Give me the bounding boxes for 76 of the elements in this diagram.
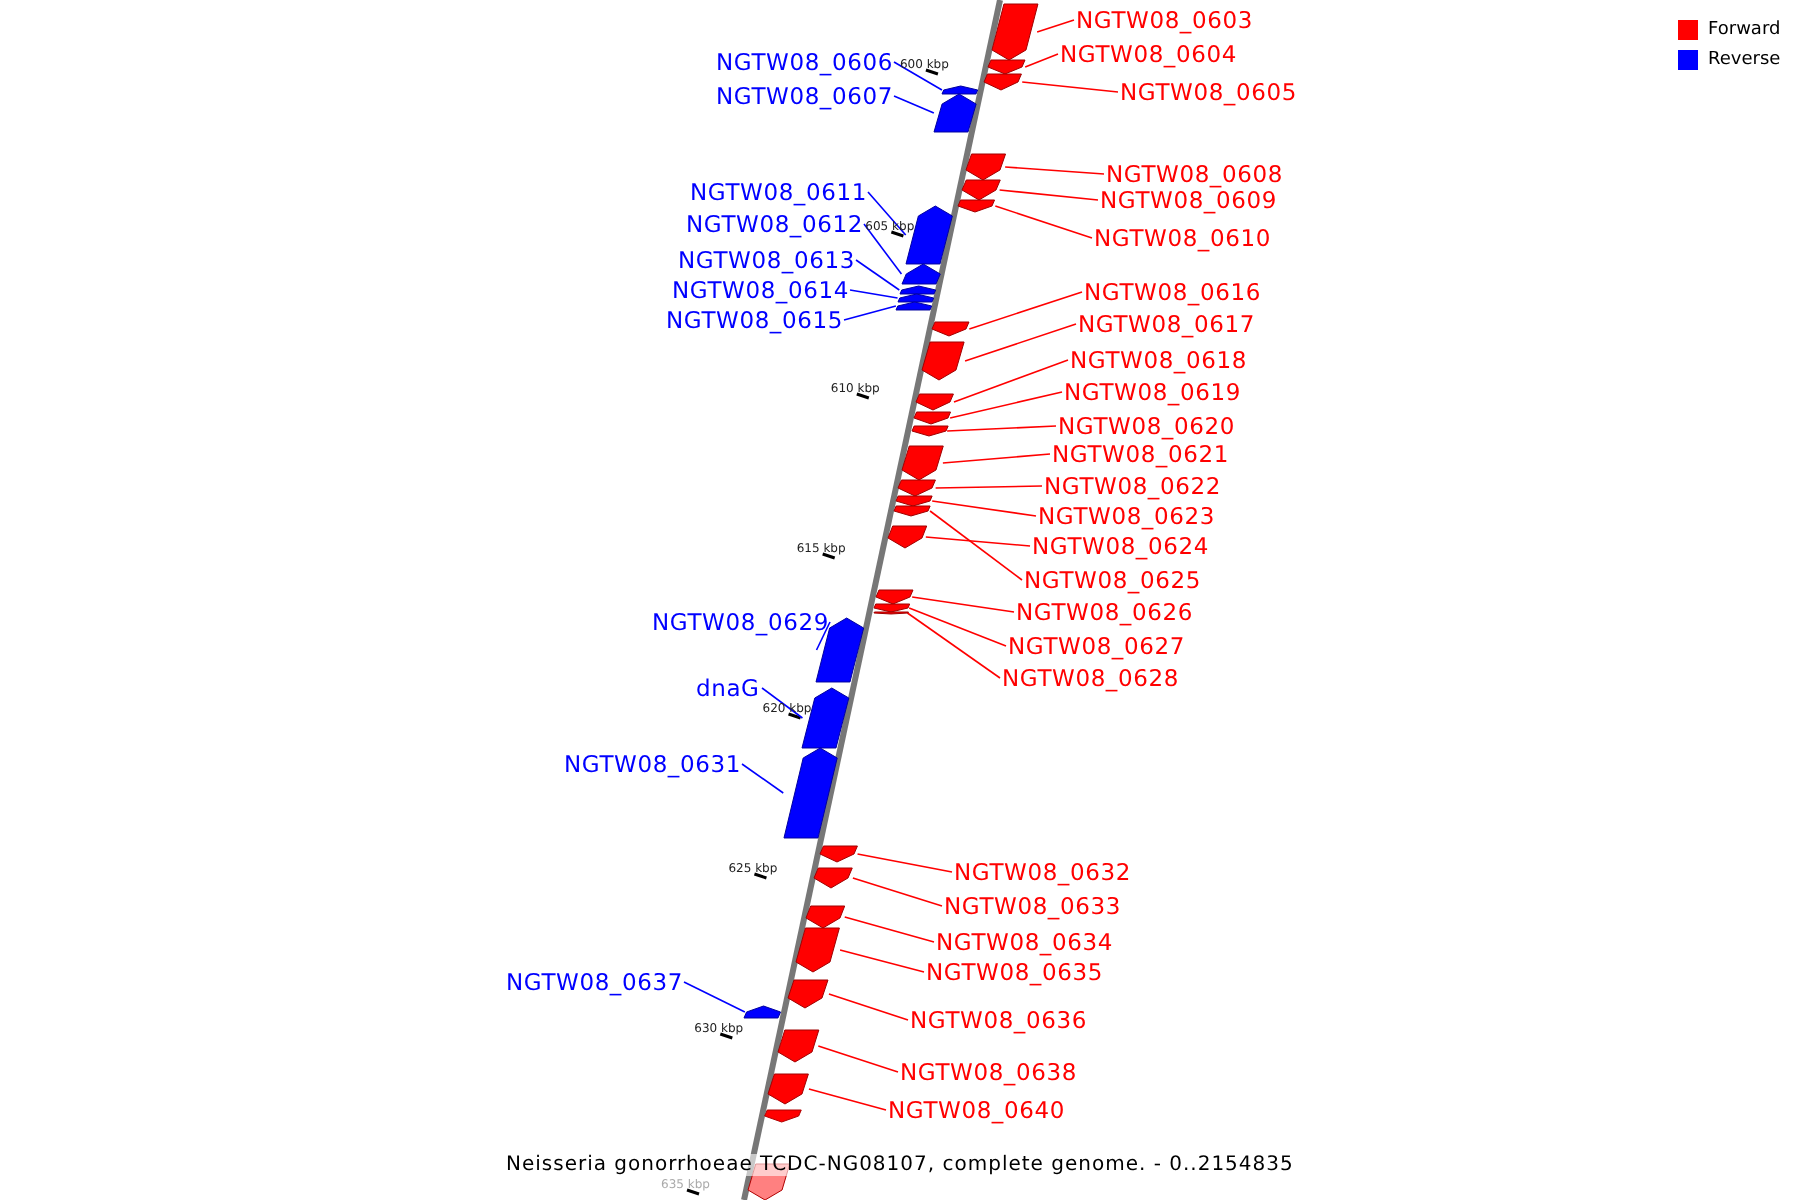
- leader-line: [855, 259, 901, 291]
- gene-label: NGTW08_0613: [678, 246, 855, 274]
- gene-label: NGTW08_0611: [690, 178, 867, 206]
- gene-label: NGTW08_0624: [1032, 532, 1209, 560]
- gene-label: NGTW08_0638: [900, 1058, 1077, 1086]
- leader-line: [925, 536, 1031, 547]
- legend-label: Forward: [1708, 18, 1781, 42]
- gene-label: NGTW08_0614: [672, 276, 849, 304]
- gene-label: NGTW08_0634: [936, 928, 1113, 956]
- gene-label: NGTW08_0621: [1052, 440, 1229, 468]
- gene-label: NGTW08_0619: [1064, 378, 1241, 406]
- leader-line: [931, 500, 1037, 517]
- caption: Neisseria gonorrhoeae TCDC-NG08107, complete genome. - 0..2154835: [506, 1154, 1294, 1176]
- gene-label: NGTW08_0636: [910, 1006, 1087, 1034]
- gene-label: NGTW08_0604: [1060, 40, 1237, 68]
- gene-label: NGTW08_0633: [944, 892, 1121, 920]
- leader-line: [968, 291, 1083, 330]
- gene-label: NGTW08_0640: [888, 1096, 1065, 1124]
- leader-line: [964, 323, 1077, 362]
- gene-label: NGTW08_0628: [1002, 664, 1179, 692]
- gene-label: NGTW08_0609: [1100, 186, 1277, 214]
- leader-line: [946, 425, 1057, 432]
- leader-line: [1036, 19, 1075, 33]
- gene-label: NGTW08_0605: [1120, 78, 1297, 106]
- leader-line: [1024, 53, 1059, 68]
- gene-label: NGTW08_0632: [954, 858, 1131, 886]
- leader-line: [828, 993, 909, 1021]
- gene-label: NGTW08_0625: [1024, 566, 1201, 594]
- leader-line: [994, 205, 1093, 239]
- leader-line: [839, 949, 925, 973]
- gene-label: NGTW08_0606: [716, 48, 893, 76]
- gene-label: NGTW08_0626: [1016, 598, 1193, 626]
- leader-line: [1004, 166, 1105, 175]
- gene-label: NGTW08_0627: [1008, 632, 1185, 660]
- leader-line: [815, 621, 831, 651]
- gene-label: NGTW08_0610: [1094, 224, 1271, 252]
- gene-label: NGTW08_0603: [1076, 6, 1253, 34]
- leader-line: [906, 612, 1001, 679]
- gene-label: NGTW08_0612: [686, 210, 863, 238]
- leader-line: [843, 305, 897, 321]
- leader-line: [998, 189, 1099, 201]
- gene-label: NGTW08_0635: [926, 958, 1103, 986]
- gene-label: NGTW08_0616: [1084, 278, 1261, 306]
- leader-line: [893, 95, 935, 114]
- leader-line: [863, 223, 903, 275]
- gene-label: NGTW08_0629: [652, 608, 829, 636]
- gene-label: NGTW08_0631: [564, 750, 741, 778]
- gene-label: NGTW08_0620: [1058, 412, 1235, 440]
- leader-line: [949, 391, 1063, 419]
- leader-line: [683, 981, 746, 1013]
- leader-line: [817, 1045, 899, 1073]
- legend-label: Reverse: [1708, 48, 1781, 72]
- leader-line: [929, 510, 1023, 581]
- leader-line: [908, 607, 1007, 647]
- gene-label: NGTW08_0637: [506, 968, 683, 996]
- gene-label: NGTW08_0607: [716, 82, 893, 110]
- gene-label: NGTW08_0615: [666, 306, 843, 334]
- leader-line: [843, 916, 935, 943]
- gene-label: NGTW08_0623: [1038, 502, 1215, 530]
- leader-line: [893, 61, 943, 91]
- gene-label: NGTW08_0617: [1078, 310, 1255, 338]
- gene-label: dnaG: [696, 674, 760, 702]
- leader-line: [852, 877, 943, 907]
- gene-label: NGTW08_0608: [1106, 160, 1283, 188]
- leader-line: [849, 289, 899, 299]
- leader-line: [934, 485, 1043, 489]
- gene-label: NGTW08_0618: [1070, 346, 1247, 374]
- gene-label: NGTW08_0622: [1044, 472, 1221, 500]
- leader-line: [911, 596, 1015, 613]
- leader-line: [761, 687, 804, 719]
- leader-line: [953, 359, 1069, 403]
- leader-line: [1021, 81, 1119, 93]
- leader-line: [808, 1088, 887, 1111]
- leader-line: [942, 453, 1051, 464]
- leader-line: [856, 853, 953, 873]
- leader-line: [741, 763, 785, 794]
